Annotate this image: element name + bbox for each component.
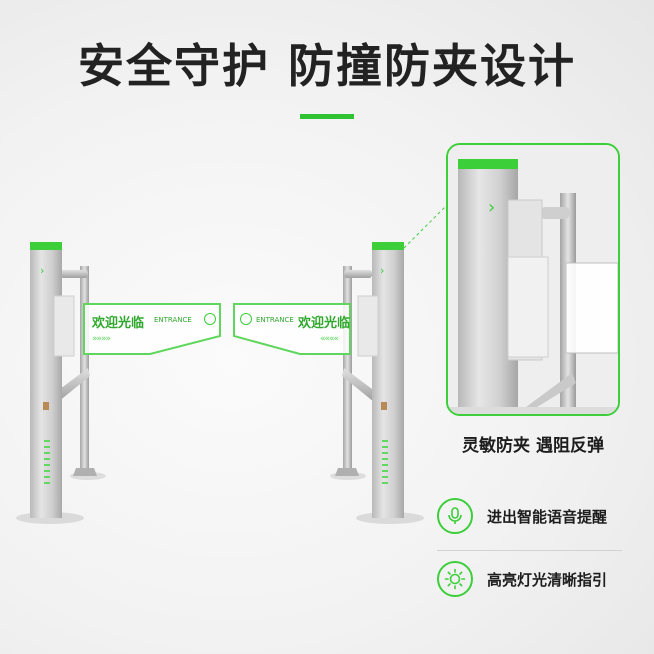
left-sign-badge-icon <box>204 313 216 325</box>
left-light-strip <box>30 242 62 250</box>
title-underline <box>300 114 354 119</box>
svg-text:›: › <box>40 264 44 277</box>
right-sign-badge-icon <box>240 313 252 325</box>
feature-divider <box>437 550 622 551</box>
hinge-detail-illustration: › <box>448 145 618 414</box>
left-post <box>30 248 62 518</box>
right-rear-rod <box>343 266 352 472</box>
detail-caption: 灵敏防夹 遇阻反弹 <box>462 436 604 456</box>
right-post <box>372 248 404 518</box>
left-gate-panel <box>83 303 221 355</box>
feature-voice-label: 进出智能语音提醒 <box>487 507 608 526</box>
page-title: 安全守护 防撞防夹设计 <box>77 39 576 93</box>
right-light-strip <box>372 242 404 250</box>
svg-text:›: › <box>488 197 495 218</box>
right-sign-en: ENTRANCE <box>256 316 294 324</box>
sun-light-icon <box>437 561 473 597</box>
left-sign: 欢迎光临 ENTRANCE »»»» <box>90 310 220 350</box>
right-gate-panel <box>233 303 351 355</box>
microphone-icon <box>437 498 473 534</box>
right-sign-arrows-icon: «««« <box>320 334 339 344</box>
svg-text:›: › <box>380 264 384 277</box>
feature-voice: 进出智能语音提醒 <box>437 494 637 538</box>
right-sign: ENTRANCE 欢迎光临 «««« <box>238 310 350 350</box>
left-sign-en: ENTRANCE <box>154 316 192 324</box>
hinge-detail-closeup: › <box>446 143 620 416</box>
feature-light: 高亮灯光清晰指引 <box>437 557 637 601</box>
left-sign-arrows-icon: »»»» <box>92 334 111 344</box>
left-sign-cn: 欢迎光临 <box>92 316 145 331</box>
left-rear-rod <box>80 266 89 472</box>
feature-light-label: 高亮灯光清晰指引 <box>487 570 608 589</box>
right-sign-cn: 欢迎光临 <box>298 316 351 331</box>
